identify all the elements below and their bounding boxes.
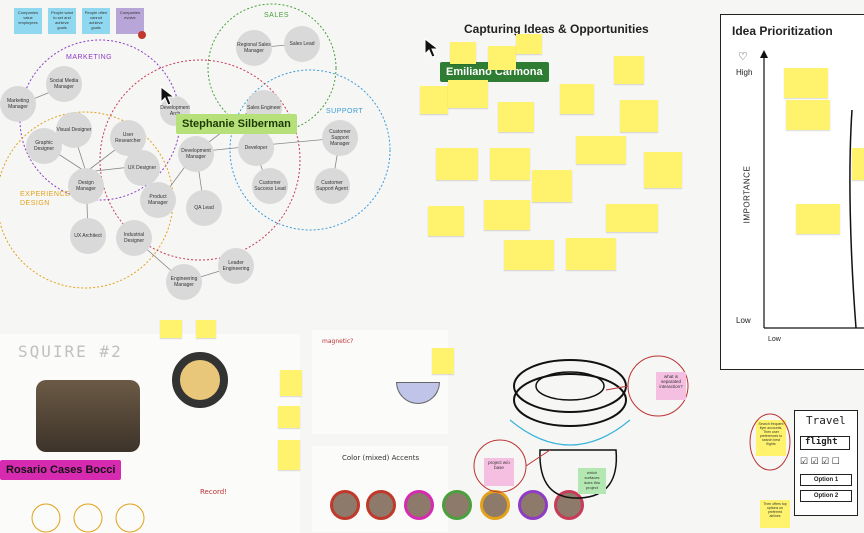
importance-axis-label: IMPORTANCE: [742, 165, 752, 224]
support-label: SUPPORT: [326, 108, 364, 115]
node-product-manager[interactable]: Product Manager: [140, 182, 176, 218]
tire-note-surfaces[interactable]: which surfaces does this project: [578, 468, 606, 494]
node-development-arch[interactable]: Development Arch: [160, 96, 190, 126]
node-ux-architect[interactable]: UX Architect: [70, 218, 106, 254]
cursor-arrow-icon: [160, 86, 176, 106]
node-developer[interactable]: Developer: [238, 130, 274, 166]
idea-sticky[interactable]: [504, 240, 554, 270]
avatar[interactable]: [518, 490, 548, 520]
option-1-button[interactable]: Option 1: [800, 474, 852, 486]
priority-sticky[interactable]: [796, 204, 840, 234]
node-ux-designer[interactable]: UX Designer: [124, 150, 160, 186]
emiliano-cursor-tag: Emiliano Carmona: [440, 62, 549, 82]
tire-note-interaction[interactable]: what is separated interaction?: [656, 372, 686, 400]
idea-sticky[interactable]: [576, 136, 626, 164]
node-development-manager[interactable]: Development Manager: [178, 136, 214, 172]
sketch-sticky[interactable]: [278, 406, 300, 428]
tire-note-project[interactable]: project w/o base: [484, 458, 514, 486]
idea-sticky[interactable]: [420, 86, 448, 114]
idea-sticky[interactable]: [606, 204, 658, 232]
node-sales-lead[interactable]: Sales Lead: [284, 26, 320, 62]
sticky-note-cannot-achieve[interactable]: People often cannot achieve goals: [82, 8, 110, 34]
idea-sticky[interactable]: [532, 170, 572, 202]
node-customer-support-manager[interactable]: Customer Support Manager: [322, 120, 358, 156]
idea-sticky[interactable]: [498, 102, 534, 132]
high-label: High: [736, 68, 753, 77]
experience-label: EXPERIENCE DESIGN: [20, 191, 71, 207]
heart-icon: ♡: [738, 51, 748, 63]
node-visual-designer[interactable]: Visual Designer: [56, 112, 92, 148]
sticky-note-value-employees[interactable]: Companies value employees: [14, 8, 42, 34]
travel-note-search[interactable]: Search frequent flyer accounts. Then use…: [756, 420, 786, 456]
product-sketch-ring: [172, 352, 228, 408]
sales-label: SALES: [264, 12, 290, 19]
node-leader-engineering[interactable]: Leader Engineering: [218, 248, 254, 284]
travel-wireframe: [794, 410, 858, 516]
sketch-sticky[interactable]: [280, 370, 302, 396]
prioritization-axes: [760, 50, 864, 329]
idea-sticky[interactable]: [644, 152, 682, 188]
node-customer-success-lead[interactable]: Customer Success Lead: [252, 168, 288, 204]
idea-sticky[interactable]: [428, 206, 464, 236]
marketing-label: MARKETING: [66, 54, 113, 61]
rosario-cursor-tag: Rosario Cases Bocci: [0, 460, 122, 480]
sketch-sticky[interactable]: [196, 320, 216, 338]
travel-title: Travel: [806, 414, 846, 427]
idea-sticky[interactable]: [560, 84, 594, 114]
sketch-circles: [31, 503, 145, 533]
idea-sticky[interactable]: [516, 34, 542, 54]
avatar[interactable]: [404, 490, 434, 520]
low-x-label: Low: [768, 336, 781, 343]
avatar[interactable]: [330, 490, 360, 520]
avatar-small: [138, 31, 146, 39]
idea-sticky[interactable]: [614, 56, 644, 84]
prioritization-title: Idea Prioritization: [732, 24, 833, 38]
idea-sticky[interactable]: [436, 148, 478, 180]
record-label: Record!: [200, 488, 227, 496]
sticky-note-achieve-goals[interactable]: People want to set and achieve goals: [48, 8, 76, 34]
flight-search-input[interactable]: flight: [800, 436, 850, 450]
node-engineering-manager[interactable]: Engineering Manager: [166, 264, 202, 300]
sketch-sticky[interactable]: [278, 440, 300, 470]
sketch-sticky[interactable]: [160, 320, 182, 338]
option-2-button[interactable]: Option 2: [800, 490, 852, 502]
stephanie-cursor-tag: Stephanie Silberman: [176, 114, 297, 134]
node-regional-sales-manager[interactable]: Regional Sales Manager: [236, 30, 272, 66]
priority-sticky[interactable]: [852, 148, 864, 180]
red-circle-annotations: [473, 355, 689, 493]
node-marketing-manager[interactable]: Marketing Manager: [0, 86, 36, 122]
idea-sticky[interactable]: [484, 200, 530, 230]
travel-note-offers[interactable]: Then offers top options on preferred air…: [760, 500, 790, 528]
idea-sticky[interactable]: [620, 100, 658, 132]
sticky-note-companies-evolve[interactable]: Companies evolve: [116, 8, 144, 34]
idea-sticky[interactable]: [488, 46, 516, 70]
development-circle: [99, 59, 301, 261]
support-circle: [229, 69, 391, 231]
checkbox-row[interactable]: ☑ ☑ ☑ ☐: [800, 456, 840, 466]
avatar[interactable]: [442, 490, 472, 520]
node-design-manager[interactable]: Design Manager: [68, 168, 104, 204]
travel-red-circle: [749, 413, 791, 471]
node-graphic-designer[interactable]: Graphic Designer: [26, 128, 62, 164]
capture-section-title: Capturing Ideas & Opportunities: [464, 22, 649, 36]
node-qa-lead[interactable]: QA Lead: [186, 190, 222, 226]
idea-sticky[interactable]: [490, 148, 530, 180]
avatar[interactable]: [366, 490, 396, 520]
sketch-title: SQUIRE #2: [18, 342, 123, 361]
magnetic-label: magnetic?: [322, 338, 354, 345]
node-industrial-designer[interactable]: Industrial Designer: [116, 220, 152, 256]
cursor-arrow-icon: [424, 38, 440, 58]
bowl-sticky[interactable]: [432, 348, 454, 374]
low-y-label: Low: [736, 316, 751, 325]
idea-sticky[interactable]: [450, 42, 476, 64]
priority-sticky[interactable]: [786, 100, 830, 130]
idea-sticky[interactable]: [448, 80, 488, 108]
color-accents-label: Color (mixed) Accents: [342, 454, 420, 462]
idea-sticky[interactable]: [566, 238, 616, 270]
product-sketch-image: [36, 380, 140, 452]
node-customer-support-agent[interactable]: Customer Support Agent: [314, 168, 350, 204]
priority-sticky[interactable]: [784, 68, 828, 98]
node-social-media-manager[interactable]: Social Media Manager: [46, 66, 82, 102]
